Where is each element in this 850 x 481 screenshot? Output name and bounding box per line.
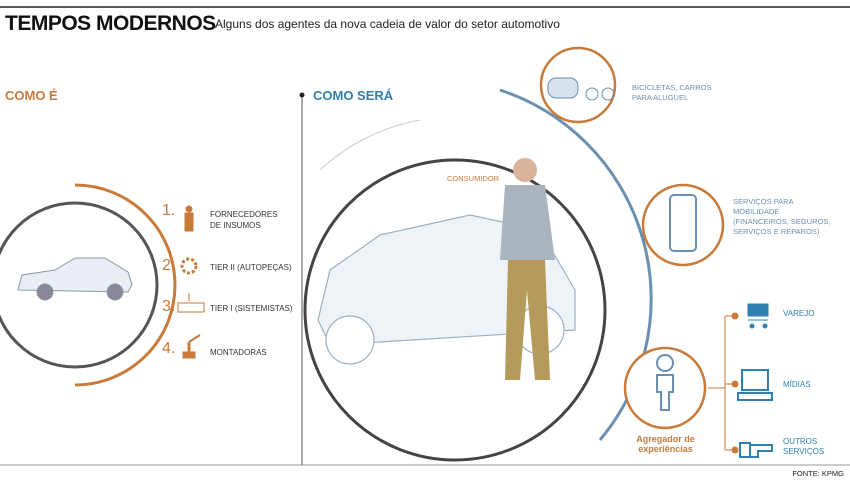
step-label: TIER I (SISTEMISTAS)	[210, 304, 293, 313]
step-number: 3.	[162, 298, 176, 315]
step-label: FORNECEDORES DE INSUMOS	[210, 210, 278, 230]
consumer-label: CONSUMIDOR	[447, 174, 500, 183]
car-bike-icon	[547, 77, 615, 101]
page-title: TEMPOS MODERNOS	[5, 12, 216, 35]
pointing-hand-icon	[739, 442, 773, 458]
phone-icon	[669, 194, 697, 252]
right-heading: COMO SERÁ	[313, 88, 394, 103]
consumer-figure	[500, 158, 555, 380]
step-number: 2.	[162, 257, 176, 274]
left-heading: COMO É	[5, 88, 58, 103]
source-note: FONTE: KPMG	[792, 469, 844, 478]
computer-icon	[737, 369, 773, 401]
branch-label: VAREJO	[783, 309, 815, 318]
left-orange-arc	[74, 183, 177, 387]
gear-icon	[180, 257, 198, 275]
sedan-icon	[17, 257, 133, 301]
step-label: TIER II (AUTOPEÇAS)	[210, 263, 292, 272]
step-number: 1.	[162, 202, 176, 219]
worker-icon	[184, 205, 194, 232]
robot-arm-icon	[182, 334, 201, 359]
cart-icon	[747, 303, 769, 329]
mobility-label: SERVIÇOS PARA MOBILIDADE (FINANCEIROS, S…	[733, 197, 831, 236]
step-label: MONTADORAS	[210, 348, 267, 357]
person-icon	[656, 354, 674, 411]
branch-label: MÍDIAS	[783, 380, 811, 389]
rental-label: BICICLETAS, CARROS PARA ALUGUEL	[632, 83, 712, 102]
system-box-icon	[177, 293, 205, 313]
branch-label: OUTROS SERVIÇOS	[783, 437, 825, 456]
aggregator-label: Agregador de experiências	[636, 434, 695, 454]
page-subtitle: Alguns dos agentes da nova cadeia de val…	[215, 17, 560, 31]
future-circle	[303, 158, 607, 462]
left-circle	[0, 201, 159, 369]
step-number: 4.	[162, 340, 176, 357]
